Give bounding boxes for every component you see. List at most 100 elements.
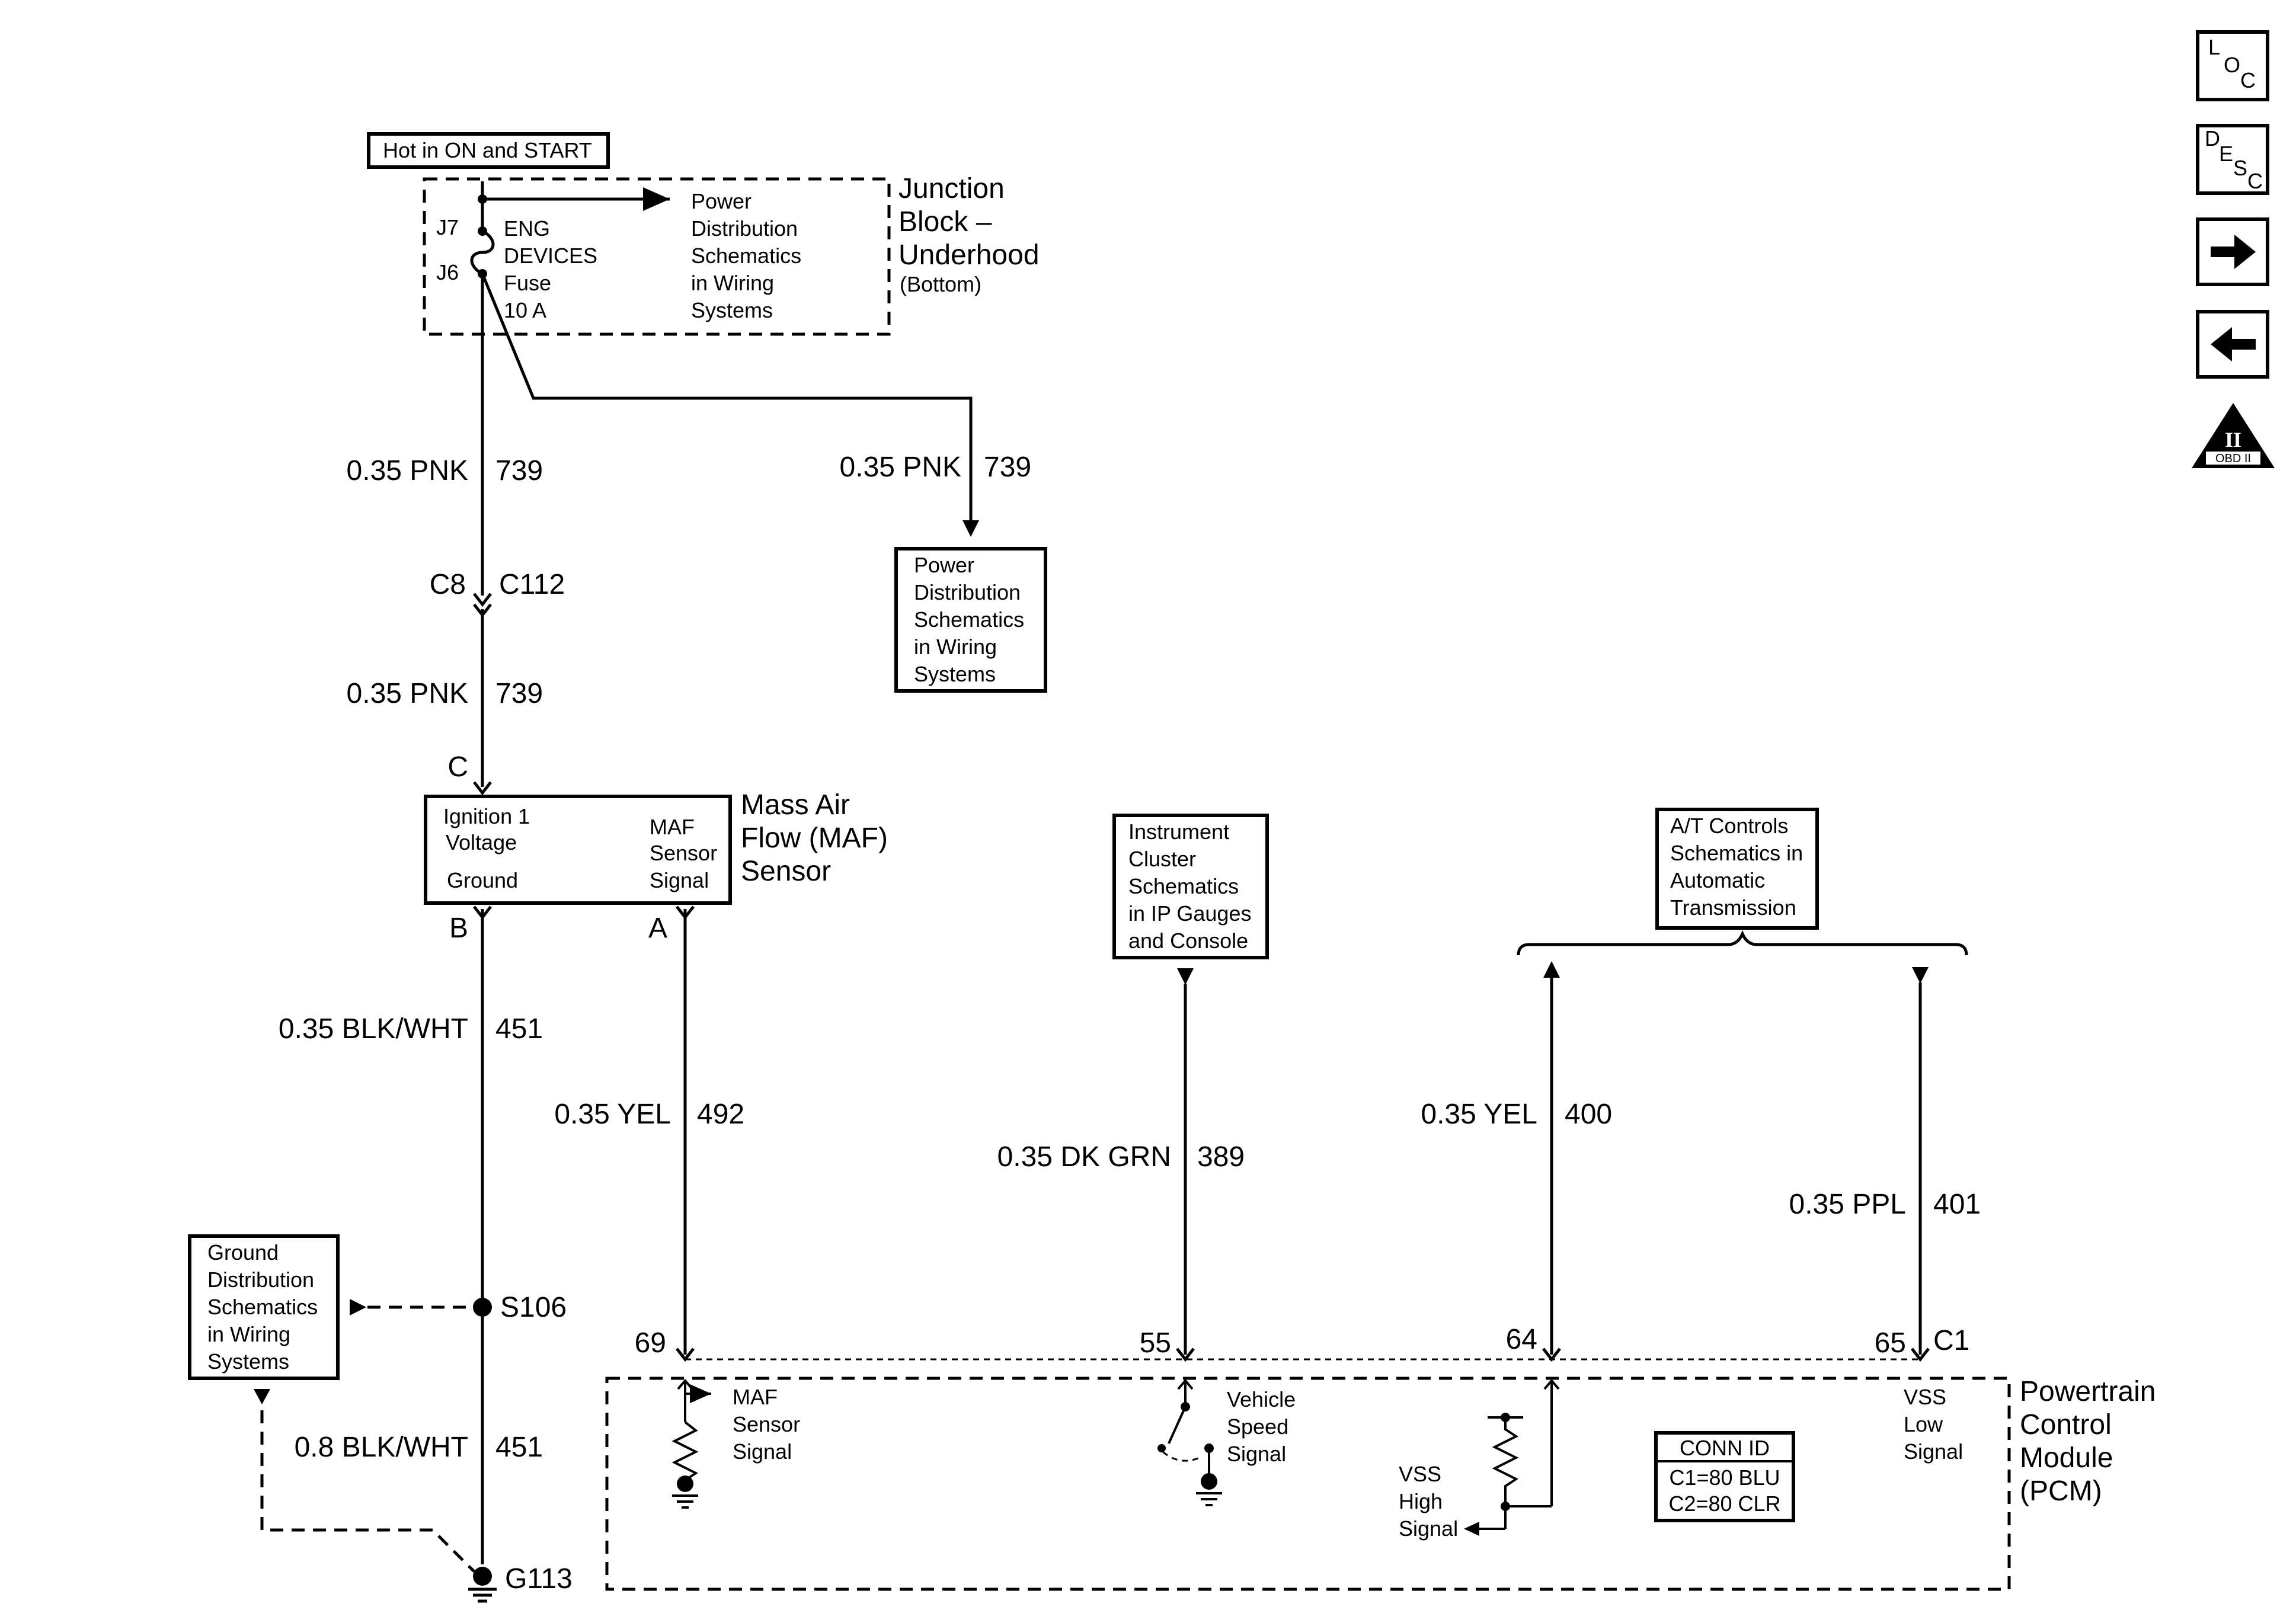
ground-dist-line-2: Distribution xyxy=(207,1267,314,1292)
loc-letter-o: O xyxy=(2224,53,2240,77)
pcm-vss-label-1: Vehicle xyxy=(1227,1387,1296,1411)
wire-circuit-blk-lower: 451 xyxy=(495,1432,543,1463)
conn-id-title: CONN ID xyxy=(1680,1436,1770,1460)
pcm-vss-label-2: Speed xyxy=(1227,1414,1288,1439)
maf-pin-a: A xyxy=(648,913,667,944)
junction-block-name-3: Underhood xyxy=(898,239,1040,271)
fuse-label-1: ENG xyxy=(504,216,550,241)
pcm-name-3: Module xyxy=(2020,1442,2113,1474)
maf-signal-3: Signal xyxy=(650,868,709,892)
pcm-pin-64: 64 xyxy=(1506,1324,1537,1355)
conn-id-c2: C2=80 CLR xyxy=(1668,1491,1780,1516)
pcm-maf-label-3: Signal xyxy=(733,1439,792,1464)
wire-circuit-ppl-401: 401 xyxy=(1933,1189,1981,1220)
power-dist-line-3: Schematics xyxy=(914,607,1024,632)
ground-dist-line-3: Schematics xyxy=(207,1295,318,1319)
ground-distribution-reference: Ground Distribution Schematics in Wiring… xyxy=(188,1234,475,1573)
wire-label-pnk-lower: 0.35 PNK xyxy=(347,678,468,709)
terminal-j7: J7 xyxy=(436,215,459,239)
pcm-module: Powertrain Control Module (PCM) MAF Sens… xyxy=(605,1376,2156,1591)
fuse-label-4: 10 A xyxy=(504,298,546,322)
eng-devices-fuse: ENG DEVICES Fuse 10 A xyxy=(470,181,597,322)
power-dist-line-4: in Wiring xyxy=(914,635,997,659)
wire-label-pnk-branch: 0.35 PNK xyxy=(840,452,961,483)
back-button[interactable] xyxy=(2196,310,2269,379)
at-controls-bracket xyxy=(1517,930,1968,956)
pcm-vss-low-input: VSS Low Signal xyxy=(1904,1385,1963,1464)
fuse-label-2: DEVICES xyxy=(504,244,597,268)
maf-name-3: Sensor xyxy=(741,856,831,887)
wire-label-blk-upper: 0.35 BLK/WHT xyxy=(279,1013,468,1045)
maf-pin-b: B xyxy=(449,913,468,944)
wire-yel-400: 0.35 YEL 400 xyxy=(1421,961,1612,1355)
maf-sensor: Mass Air Flow (MAF) Sensor Ignition 1 Vo… xyxy=(424,789,888,944)
at-controls-line-1: A/T Controls xyxy=(1670,814,1788,838)
pcm-connector-c1: 69 55 64 65 C1 xyxy=(635,1324,1969,1362)
description-button[interactable]: D E S C xyxy=(2196,124,2269,195)
maf-name-1: Mass Air xyxy=(741,789,850,821)
power-dist-line-1: Power xyxy=(914,553,974,577)
pcm-vss-low-label-1: VSS xyxy=(1904,1385,1946,1409)
pcm-maf-label-1: MAF xyxy=(733,1385,778,1409)
left-arrow-icon xyxy=(2211,327,2256,361)
pcm-vss-output: Vehicle Speed Signal xyxy=(1157,1378,1296,1506)
location-button[interactable]: L O C xyxy=(2196,30,2269,101)
connector-c112-label: C112 xyxy=(499,569,565,600)
maf-name-2: Flow (MAF) xyxy=(741,822,888,854)
pcm-connector-label: C1 xyxy=(1933,1325,1969,1356)
wire-circuit-yel-492: 492 xyxy=(697,1099,744,1130)
maf-ground-label: Ground xyxy=(447,868,518,892)
at-controls-reference: A/T Controls Schematics in Automatic Tra… xyxy=(1655,808,1819,930)
wire-yel-492: 0.35 YEL 492 xyxy=(554,909,744,1355)
instrument-line-3: Schematics xyxy=(1128,874,1239,898)
pcm-vss-label-3: Signal xyxy=(1227,1442,1286,1466)
wire-circuit-pnk-lower: 739 xyxy=(495,678,543,709)
power-dist-line-5: Systems xyxy=(914,662,996,686)
pcm-pin-65: 65 xyxy=(1875,1327,1906,1359)
obd-numeral: II xyxy=(2225,428,2241,452)
power-source-box: Hot in ON and START xyxy=(367,132,610,169)
pcm-maf-label-2: Sensor xyxy=(733,1412,800,1436)
pcm-vss-high-label-2: High xyxy=(1399,1489,1443,1513)
loc-letter-l: L xyxy=(2208,35,2220,59)
power-ref-line-1: Power xyxy=(691,189,752,213)
right-arrow-icon xyxy=(2211,235,2256,269)
wire-circuit-pnk-branch: 739 xyxy=(984,452,1031,483)
junction-block-name-1: Junction xyxy=(898,173,1005,204)
instrument-line-2: Cluster xyxy=(1128,847,1196,871)
power-distribution-reference: Power Distribution Schematics in Wiring … xyxy=(894,547,1047,693)
wire-circuit-dk-grn: 389 xyxy=(1197,1141,1245,1173)
fuse-label-3: Fuse xyxy=(504,271,551,295)
wire-pnk-739-main: 0.35 PNK 739 xyxy=(347,274,543,596)
wire-label-pnk-upper: 0.35 PNK xyxy=(347,455,468,486)
at-controls-line-4: Transmission xyxy=(1670,895,1796,920)
splice-label: S106 xyxy=(500,1292,567,1323)
wire-ppl-401: 0.35 PPL 401 xyxy=(1789,967,1981,1355)
desc-letter-c: C xyxy=(2247,169,2263,193)
instrument-cluster-reference: Instrument Cluster Schematics in IP Gaug… xyxy=(1112,814,1269,959)
instrument-line-1: Instrument xyxy=(1128,820,1229,844)
maf-signal-2: Sensor xyxy=(650,841,717,865)
at-controls-line-2: Schematics in xyxy=(1670,841,1803,865)
wire-circuit-blk-upper: 451 xyxy=(495,1013,543,1045)
maf-pin-c: C xyxy=(447,751,468,783)
power-ref-line-5: Systems xyxy=(691,298,773,322)
junction-block-position: (Bottom) xyxy=(900,272,981,296)
wire-label-dk-grn: 0.35 DK GRN xyxy=(997,1141,1171,1173)
power-source-label: Hot in ON and START xyxy=(383,138,592,162)
ground-dist-line-1: Ground xyxy=(207,1240,279,1265)
pcm-vss-high-label-1: VSS xyxy=(1399,1462,1441,1486)
at-controls-line-3: Automatic xyxy=(1670,868,1765,892)
desc-letter-s: S xyxy=(2233,156,2247,180)
instrument-line-4: in IP Gauges xyxy=(1128,901,1251,926)
wire-pnk-739-lower: 0.35 PNK 739 C xyxy=(347,609,543,796)
pcm-vss-high-output: VSS High Signal xyxy=(1399,1378,1560,1541)
terminal-j6: J6 xyxy=(436,260,459,284)
ground-g113: G113 xyxy=(468,1563,573,1603)
forward-button[interactable] xyxy=(2196,217,2269,286)
loc-letter-c: C xyxy=(2240,68,2256,92)
wire-label-yel-492: 0.35 YEL xyxy=(554,1099,671,1130)
ground-label: G113 xyxy=(505,1563,573,1595)
obd-ii-button[interactable]: II OBD II xyxy=(2192,403,2275,468)
